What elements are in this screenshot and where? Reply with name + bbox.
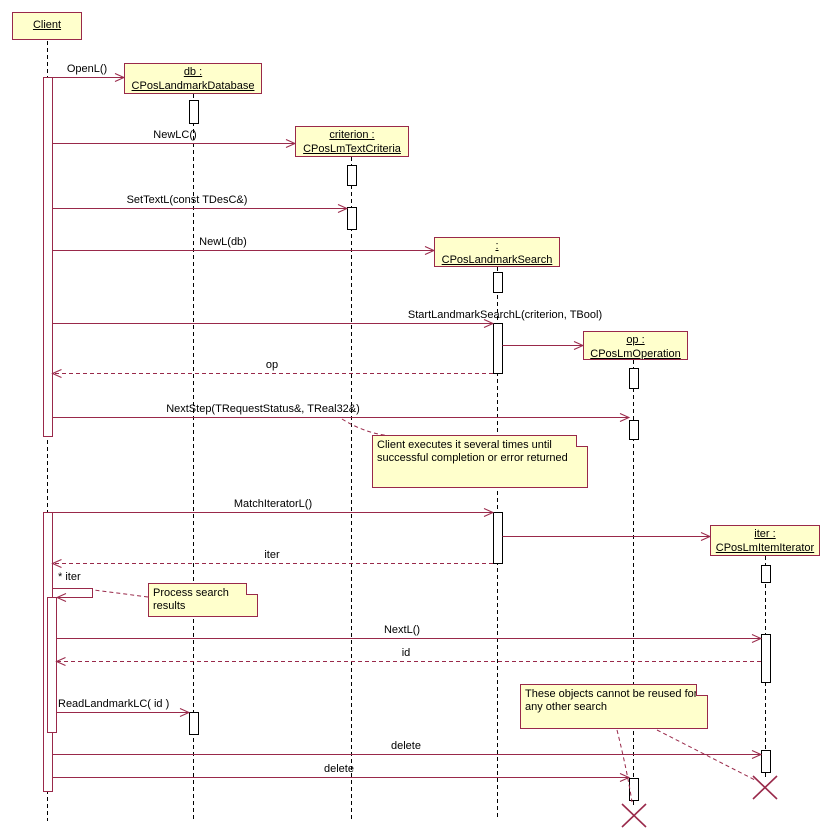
message-create-iter — [502, 532, 712, 541]
activation-iter-3 — [761, 750, 771, 773]
activation-criterion-2 — [347, 207, 357, 230]
object-criterion: criterion : CPosLmTextCriteria — [295, 126, 409, 157]
note-reuse-text: These objects cannot be reused for any o… — [525, 688, 698, 713]
note-reuse: These objects cannot be reused for any o… — [520, 684, 708, 729]
message-delete-op — [52, 773, 631, 782]
note-process: Process search results — [148, 583, 258, 617]
object-search: : CPosLandmarkSearch — [434, 237, 560, 267]
arrowhead — [483, 508, 495, 517]
arrowhead — [483, 319, 495, 328]
message-nextl — [56, 634, 763, 643]
destroy-marks — [621, 775, 778, 828]
message-create-op — [502, 341, 585, 350]
label-delete-op: delete — [324, 763, 354, 775]
arrowhead — [751, 750, 763, 759]
message-readlandmarklc — [56, 708, 191, 717]
message-return-iter — [51, 559, 493, 568]
arrowhead — [619, 773, 631, 782]
label-settextl: SetTextL(const TDesC&) — [126, 194, 248, 206]
object-activation-bars — [189, 100, 771, 801]
activation-search-3 — [493, 512, 503, 564]
label-nextl: NextL() — [383, 624, 421, 636]
label-readlandmark: ReadLandmarkLC( id ) — [58, 698, 170, 710]
object-iter-class: CPosLmItemIterator — [715, 542, 815, 554]
activation-search-1 — [493, 272, 503, 293]
note-fold-icon — [576, 435, 588, 447]
note-process-text: Process search results — [153, 587, 229, 612]
message-arrows — [51, 73, 763, 782]
label-startsearch: StartLandmarkSearchL(criterion, TBool) — [407, 309, 603, 321]
label-id-return: id — [401, 647, 411, 659]
object-db-class: CPosLandmarkDatabase — [131, 80, 255, 92]
label-nextstep: NextStep(TRequestStatus&, TReal32&) — [166, 403, 360, 415]
note-fold-icon — [246, 583, 258, 595]
object-search-name: : — [495, 240, 499, 252]
label-matchiterator: MatchIteratorL() — [233, 498, 313, 510]
object-db-name: db : — [183, 66, 203, 78]
arrowhead — [337, 204, 349, 213]
connector-note-retry — [341, 418, 393, 437]
connector-note-reuse-iter — [656, 729, 756, 781]
arrowhead — [51, 369, 62, 378]
note-connectors — [93, 418, 756, 803]
activation-db-2 — [189, 712, 199, 735]
label-newl: NewL(db) — [199, 236, 247, 248]
message-return-id — [55, 657, 761, 666]
object-criterion-class: CPosLmTextCriteria — [303, 143, 401, 155]
arrowhead — [751, 634, 763, 643]
note-fold-icon — [696, 684, 708, 696]
activation-iter-2 — [761, 634, 771, 683]
object-client: Client — [12, 12, 82, 40]
arrowhead — [619, 413, 631, 422]
message-delete-iter — [52, 750, 763, 759]
object-search-class: CPosLandmarkSearch — [441, 254, 553, 266]
activation-op-1 — [629, 368, 639, 389]
message-nextstep — [52, 413, 631, 422]
activation-client-nested — [47, 597, 57, 733]
arrowhead — [55, 657, 66, 666]
object-op-name: op : — [626, 334, 645, 346]
message-settextl — [52, 204, 349, 213]
label-iter-return: iter — [264, 549, 280, 561]
message-self-iterate — [52, 588, 93, 602]
object-client-label: Client — [32, 19, 62, 31]
object-op: op : CPosLmOperation — [583, 331, 688, 360]
activation-db-1 — [189, 100, 199, 124]
message-return-op — [51, 369, 493, 378]
object-iter: iter : CPosLmItemIterator — [710, 525, 820, 556]
connector-note-process — [93, 589, 149, 598]
object-op-class: CPosLmOperation — [590, 348, 681, 360]
client-activation-bars — [43, 77, 57, 792]
activation-op-2 — [629, 420, 639, 440]
label-delete-iter: delete — [391, 740, 421, 752]
activation-criterion-1 — [347, 165, 357, 186]
label-newlc: NewLC() — [153, 129, 197, 141]
note-retry: Client executes it several times until s… — [372, 435, 588, 488]
arrowhead — [51, 559, 62, 568]
destroy-op-icon — [621, 803, 647, 828]
note-retry-text: Client executes it several times until s… — [377, 439, 568, 464]
destroy-iter-icon — [752, 775, 778, 800]
arrowhead — [179, 708, 191, 717]
label-star-iter: * iter — [58, 571, 81, 583]
arrowhead — [55, 593, 67, 602]
activation-op-3 — [629, 778, 639, 801]
message-startlandmarksearchl — [52, 319, 495, 328]
activation-search-2 — [493, 323, 503, 374]
object-criterion-name: criterion : — [329, 129, 375, 141]
activation-bars — [43, 77, 771, 801]
label-openl: OpenL() — [66, 63, 108, 75]
object-iter-name: iter : — [754, 528, 776, 540]
activation-client-1 — [43, 77, 53, 437]
message-matchiteratorl — [52, 508, 495, 517]
label-op-return: op — [265, 359, 279, 371]
activation-iter-1 — [761, 565, 771, 583]
connector-note-reuse-op — [616, 729, 633, 803]
object-db: db : CPosLandmarkDatabase — [124, 63, 262, 94]
